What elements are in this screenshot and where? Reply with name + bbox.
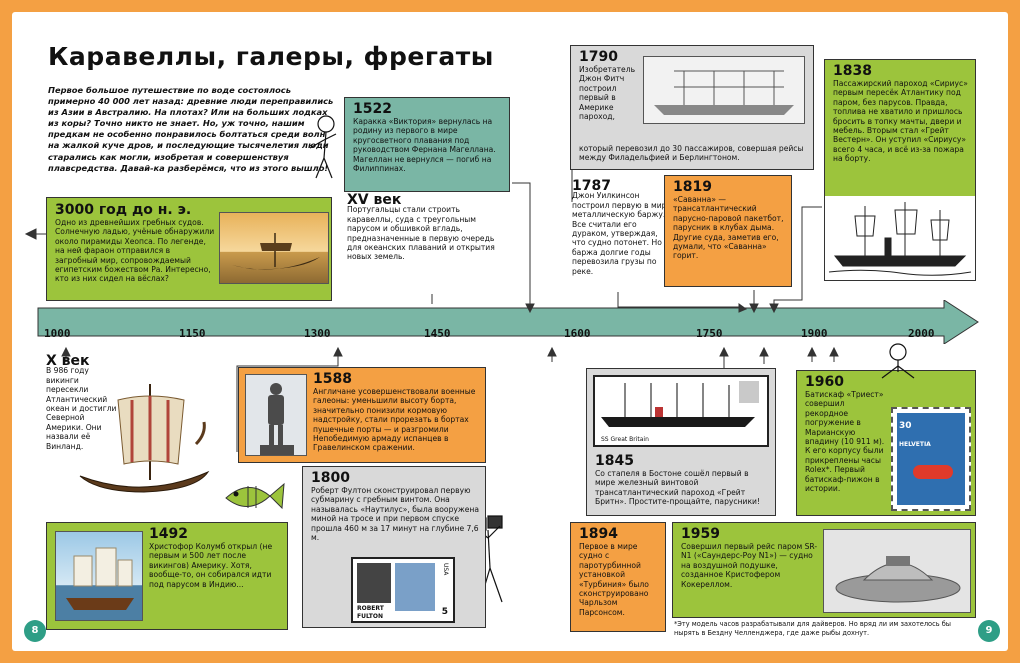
tick-1600: 1600: [564, 327, 591, 340]
event-text: Роберт Фултон сконструировал первую субм…: [311, 486, 480, 543]
stick-figure-doodle-2: [881, 343, 915, 379]
page-number-left: 8: [24, 620, 46, 642]
stamp-value: 5: [441, 607, 448, 617]
event-1894: 1894 Первое в мире судно с паротурбинной…: [570, 522, 666, 632]
stick-figure-doodle: [309, 115, 337, 179]
tick-1000: 1000: [44, 327, 71, 340]
fulton-stamp: ROBERT FULTON USA 5: [351, 557, 455, 623]
page-number-right: 9: [978, 620, 1000, 642]
fitch-steamboat-photo: [643, 56, 805, 124]
great-britain-stamp: SS Great Britain: [593, 375, 769, 447]
event-text: Одно из древнейших гребных судов. Солнеч…: [55, 218, 215, 284]
helvetia-stamp: 30 HELVETIA: [891, 407, 971, 511]
event-year: 1522: [353, 101, 392, 117]
event-year: 3000 год до н. э.: [55, 202, 192, 218]
event-1492: 1492 Христофор Колумб открыл (не первым …: [46, 522, 288, 630]
event-15th-century: XV век Португальцы стали строить каравел…: [347, 192, 497, 262]
intro-text: Первое большое путешествие по воде состо…: [48, 85, 334, 173]
connector-lines: [24, 167, 839, 452]
fish-doodle: [225, 482, 285, 510]
event-1522: 1522 Каракка «Виктория» вернулась на род…: [344, 97, 510, 192]
tick-1450: 1450: [424, 327, 451, 340]
event-3000bc: 3000 год до н. э. Одно из древнейших гре…: [46, 197, 332, 301]
viking-ship-illustration: [79, 384, 210, 493]
event-1959: 1959 Совершил первый рейс паром SR-N1 («…: [672, 522, 976, 618]
event-1845: SS Great Britain 1845 Со стапеля в Босто…: [586, 368, 776, 516]
event-text: Джон Уилкинсон построил первую в мире ме…: [572, 191, 672, 276]
event-year: 1790: [579, 49, 618, 65]
event-year: 1819: [673, 179, 712, 195]
tick-2000: 2000: [908, 327, 935, 340]
stamp-name-1: ROBERT: [357, 605, 384, 612]
event-text: В 986 году викинги пересекли Атлантическ…: [46, 366, 117, 451]
columbus-ship-photo: [55, 531, 143, 621]
event-text: Христофор Колумб открыл (не первым и 500…: [149, 542, 273, 589]
event-text: Первое в мире судно с паротурбинной уста…: [579, 542, 649, 617]
tick-1900: 1900: [801, 327, 828, 340]
stamp-caption: SS Great Britain: [601, 436, 649, 443]
event-year: 1588: [313, 371, 352, 387]
book-spread: Каравеллы, галеры, фрегаты Первое большо…: [12, 12, 1008, 651]
tick-1300: 1300: [304, 327, 331, 340]
event-text: Каракка «Виктория» вернулась на родину и…: [353, 117, 496, 174]
event-1819: 1819 «Саванна» — трансатлантический пару…: [664, 175, 792, 287]
event-text: Со стапеля в Бостоне сошёл первый в мире…: [595, 469, 761, 507]
event-year: XV век: [347, 192, 402, 208]
event-text-part2: который перевозил до 30 пассажиров, сове…: [579, 144, 804, 163]
page-title: Каравеллы, галеры, фрегаты: [48, 42, 494, 71]
event-year: 1959: [681, 526, 720, 542]
event-text: «Саванна» — трансатлантический парусно-п…: [673, 195, 784, 261]
event-year: 1492: [149, 526, 188, 542]
event-year: 1960: [805, 374, 844, 390]
stamp-name-2: FULTON: [357, 613, 384, 620]
stamp-country: HELVETIA: [899, 441, 931, 448]
event-year: X век: [46, 353, 90, 369]
event-year: 1800: [311, 470, 350, 486]
stamp-value: 30: [899, 421, 912, 431]
hovercraft-photo: [823, 529, 971, 613]
event-text: Португальцы стали строить каравеллы, суд…: [347, 205, 495, 262]
tick-1750: 1750: [696, 327, 723, 340]
event-1588: 1588 Англичане усовершенствовали военные…: [238, 367, 486, 463]
event-text: Батискаф «Триест» совершил рекордное пог…: [805, 390, 885, 494]
event-year: 1894: [579, 526, 618, 542]
event-year: 1787: [572, 178, 611, 194]
event-text: Англичане усовершенствовали военные гале…: [313, 387, 476, 453]
event-1800: 1800 Роберт Фултон сконструировал первую…: [302, 466, 486, 628]
event-text: Пассажирский пароход «Сириус» первым пер…: [833, 79, 968, 164]
statue-photo: [245, 374, 307, 456]
event-year: 1838: [833, 63, 872, 79]
solar-barque-photo: [219, 212, 329, 284]
stamp-country: USA: [442, 563, 449, 576]
event-year: 1845: [595, 453, 634, 469]
tick-1150: 1150: [179, 327, 206, 340]
footnote: *Эту модель часов разрабатывали для дайв…: [674, 620, 951, 637]
event-text: Совершил первый рейс паром SR-N1 («Саунд…: [681, 542, 818, 589]
sirius-steamship-engraving: [825, 196, 975, 280]
event-1838: 1838 Пассажирский пароход «Сириус» первы…: [824, 59, 976, 281]
event-1787: 1787 Джон Уилкинсон построил первую в ми…: [572, 178, 672, 276]
timeline-arrow: [37, 300, 979, 344]
event-text-part1: Изобретатель Джон Фитч построил первый в…: [579, 65, 636, 122]
event-1960: 1960 Батискаф «Триест» совершил рекордно…: [796, 370, 976, 516]
event-10th-century: X век В 986 году викинги пересекли Атлан…: [46, 353, 120, 451]
event-1790: 1790 Изобретатель Джон Фитч построил пер…: [570, 45, 814, 170]
